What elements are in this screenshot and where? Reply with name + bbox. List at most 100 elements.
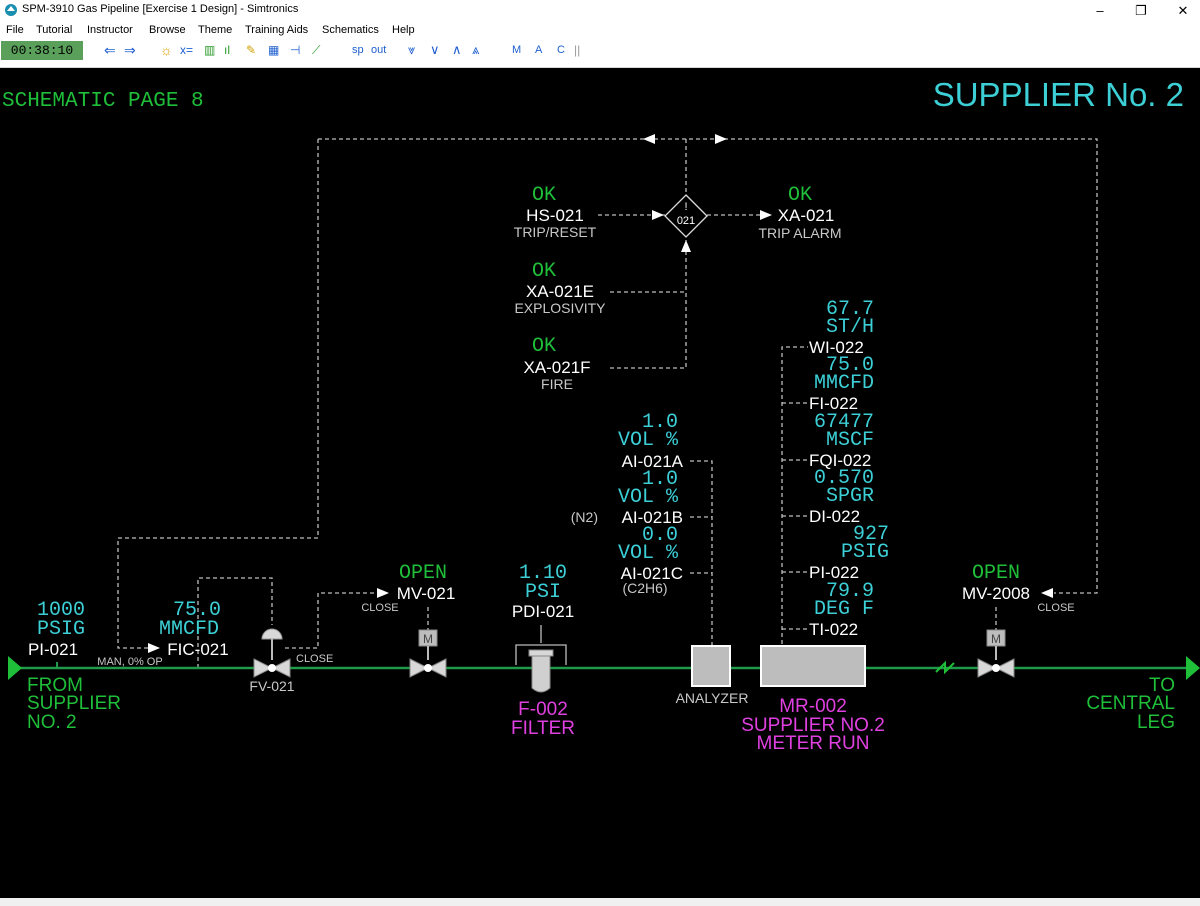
analyzer-box[interactable] [691,645,731,687]
pencil-icon[interactable]: ✎ [246,43,257,57]
ai-021b-value: 1.0 [642,468,678,491]
manual-button[interactable]: M [512,44,522,56]
title-bar: SPM-3910 Gas Pipeline [Exercise 1 Design… [0,0,1200,22]
di-022-value: 0.570 [814,467,874,490]
pdi-021-tag[interactable]: PDI-021 [512,602,574,621]
to-line1: TO [1149,675,1175,696]
check-valve-icon [935,660,955,675]
meter-readings: 67.7 ST/H WI-022 75.0 MMCFD FI-022 67477… [809,298,889,639]
wi-022-value: 67.7 [826,298,874,321]
auto-button[interactable]: A [535,44,543,56]
pi-021-tag[interactable]: PI-021 [28,640,78,659]
arrow-right-icon [148,643,160,653]
xa-021e-status: OK [532,260,556,283]
back-arrow-icon[interactable]: ⇐ [104,42,116,58]
inlet-arrow-icon [8,656,22,680]
trend-bars-icon[interactable]: ▥ [204,43,216,57]
xa-021f-status: OK [532,335,556,358]
menu-help[interactable]: Help [392,24,415,36]
out-button[interactable]: out [371,44,387,56]
ai-021c-suffix: (C2H6) [622,580,667,596]
interlock-diamond[interactable]: ! 021 [664,194,708,238]
fqi-022-value: 67477 [814,411,874,434]
menu-bar: File Tutorial Instructor Browse Theme Tr… [0,22,1200,39]
window-title: SPM-3910 Gas Pipeline [Exercise 1 Design… [22,3,299,15]
bar-chart-icon[interactable]: ıl [224,43,230,57]
fv-021-action: CLOSE [296,653,333,665]
mv-2008-status: OPEN [972,562,1020,585]
di-022-tag[interactable]: DI-022 [809,507,860,526]
xa-021e-tag[interactable]: XA-021E [526,282,594,301]
ai-021b-unit: VOL % [618,486,679,509]
double-down-icon[interactable]: ⩔ [408,42,416,57]
line-chart-icon[interactable]: ⟋ [312,43,321,57]
sim-clock: 00:38:10 [1,41,83,60]
network-icon[interactable]: ⊣ [290,43,301,57]
menu-file[interactable]: File [6,24,24,36]
ti-022-tag[interactable]: TI-022 [809,620,858,639]
sp-button[interactable]: sp [352,44,364,56]
fv-021-tag[interactable]: FV-021 [249,678,294,694]
filter-f-002[interactable] [528,649,554,693]
grid-icon[interactable]: ▦ [268,43,280,57]
mv-2008-action: CLOSE [1037,602,1074,614]
fv-021-valve[interactable] [253,628,291,678]
restore-button[interactable]: ❐ [1135,3,1147,18]
down-icon[interactable]: ∨ [430,42,440,57]
signal-lines [117,138,1098,668]
xa-021f-tag[interactable]: XA-021F [523,358,590,377]
pi-021-unit: PSIG [37,618,85,641]
motor-label: M [423,632,433,646]
page-label: SCHEMATIC PAGE 8 [2,90,204,113]
analyzer-readings: 1.0 VOL % AI-021A 1.0 VOL % (N2) AI-021B… [571,411,684,596]
menu-browse[interactable]: Browse [149,24,186,36]
ai-021a-tag[interactable]: AI-021A [622,452,684,471]
menu-training-aids[interactable]: Training Aids [245,24,309,36]
mv-021-tag[interactable]: MV-021 [397,584,456,603]
xa-021-tag[interactable]: XA-021 [778,206,835,225]
menu-schematics[interactable]: Schematics [322,24,379,36]
minimize-button[interactable]: – [1096,3,1104,18]
xa-021e-desc: EXPLOSIVITY [514,300,606,316]
fqi-022-tag[interactable]: FQI-022 [809,451,871,470]
pdi-taps [515,625,567,665]
fi-022-unit: MMCFD [814,372,874,395]
fic-021-value: 75.0 [173,599,221,622]
arrow-right-icon [760,210,772,220]
sun-icon[interactable]: ☼ [160,42,173,58]
fi-022-value: 75.0 [826,354,874,377]
from-line3: NO. 2 [27,712,77,733]
double-up-icon[interactable]: ⩓ [472,42,480,57]
ai-021c-value: 0.0 [642,524,678,547]
ai-021a-unit: VOL % [618,429,679,452]
pi-022-tag[interactable]: PI-022 [809,563,859,582]
mv-021-valve[interactable]: M [409,629,447,678]
schematic-canvas: .dash { stroke:#bdbdbd; stroke-width:1.3… [2,76,1200,754]
cascade-button[interactable]: C [557,44,565,56]
menu-instructor[interactable]: Instructor [87,24,133,36]
mv-2008-valve[interactable]: M [977,629,1015,678]
toolbar: 00:38:10 ⇐ ⇒ ☼ x= ▥ ıl ✎ ▦ ⊣ ⟋ sp out ⩔ … [0,39,1200,68]
forward-arrow-icon[interactable]: ⇒ [124,42,136,58]
meter-run-box[interactable] [760,645,866,687]
pdi-021-value: 1.10 [519,562,567,585]
mv-2008-tag[interactable]: MV-2008 [962,584,1030,603]
menu-tutorial[interactable]: Tutorial [36,24,73,36]
hs-021-tag[interactable]: HS-021 [526,206,584,225]
up-icon[interactable]: ∧ [452,42,462,57]
menu-theme[interactable]: Theme [198,24,233,36]
variable-icon[interactable]: x= [180,43,194,57]
interlock-mark: ! [684,201,687,213]
from-line1: FROM [27,675,83,696]
wi-022-tag[interactable]: WI-022 [809,338,864,357]
hs-021-desc: TRIP/RESET [514,224,597,240]
ai-021c-tag[interactable]: AI-021C [621,564,683,583]
status-bar [0,898,1200,906]
close-button[interactable]: ✕ [1177,3,1189,18]
ai-021b-tag[interactable]: AI-021B [622,508,683,527]
outlet-arrow-icon [1186,656,1200,680]
fi-022-tag[interactable]: FI-022 [809,394,858,413]
arrow-left-icon [643,134,655,144]
pdi-021-unit: PSI [525,581,561,604]
fic-021-tag[interactable]: FIC-021 [167,640,228,659]
